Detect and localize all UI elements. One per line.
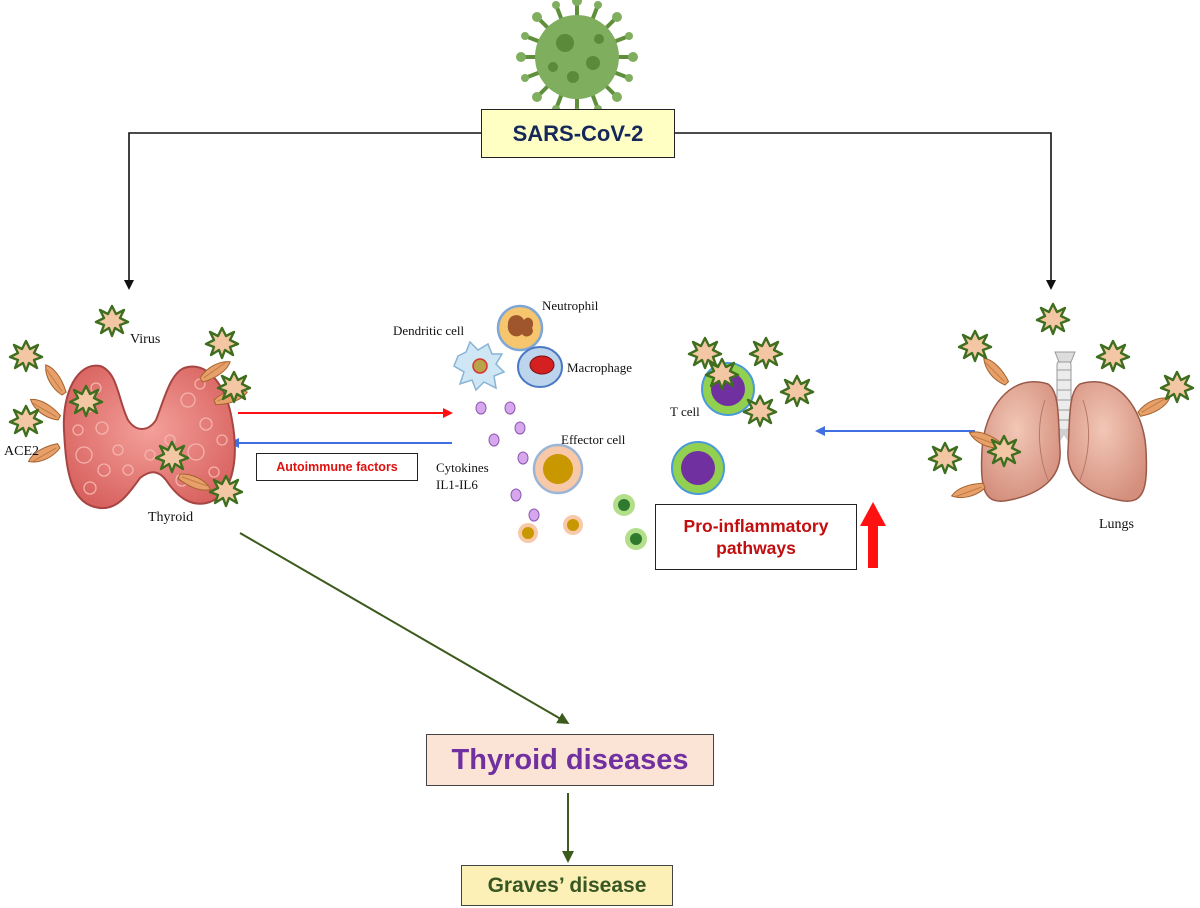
il1-il6-label: IL1-IL6 [436,477,478,492]
macrophage-label: Macrophage [567,360,632,375]
sars-cov-2-text: SARS-CoV-2 [512,120,644,146]
autoimmune-factors-box: Autoimmune factors [256,453,418,481]
small-effector-cells [518,494,647,550]
graves-disease-text: Graves’ disease [487,873,647,897]
thyroid-label: Thyroid [148,510,194,525]
thyroid-diseases-text: Thyroid diseases [451,743,689,776]
neutrophil-label: Neutrophil [542,298,599,313]
sars-cov-2-box: SARS-CoV-2 [481,109,675,158]
effector-cell-label: Effector cell [561,432,626,447]
thyroid-diseases-box: Thyroid diseases [426,734,714,786]
pro-inflammatory-text: Pro-inflammatory [683,516,829,536]
pro-inflammatory-pathways-box: Pro-inflammatory pathways [655,504,857,570]
coronavirus-icon [516,0,638,118]
graves-disease-box: Graves’ disease [461,865,673,906]
lungs-icon [980,351,1148,502]
ace2-label: ACE2 [4,444,39,459]
t-cell-label: T cell [670,404,700,419]
arrow-sars-to-thyroid [124,132,481,290]
t-cell-lower [671,441,725,495]
pathways-text: pathways [716,538,796,558]
arrow-thyroid-to-diseases [239,532,570,725]
dendritic-cell [453,340,506,392]
effector-cell [532,443,584,495]
virus-label: Virus [130,332,161,347]
lungs-label: Lungs [1099,517,1134,532]
arrow-sars-to-lungs [675,132,1056,290]
cytokines-label: Cytokines [436,460,489,475]
cytokine-dots [475,401,540,522]
autoimmune-factors-text: Autoimmune factors [276,460,398,474]
increase-arrow-icon [860,502,886,568]
dendritic-cell-label: Dendritic cell [393,323,465,338]
macrophage-cell [517,346,563,388]
neutrophil-cell [496,304,544,352]
